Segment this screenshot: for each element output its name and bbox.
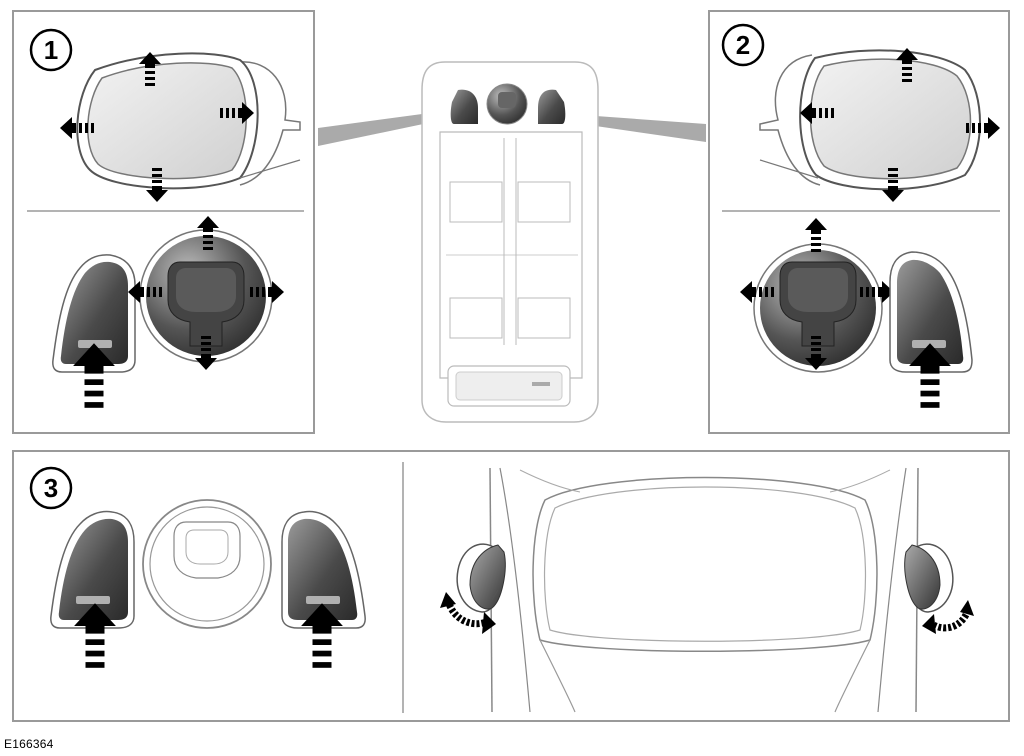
- mirror-adjust-knob-right: [753, 243, 883, 373]
- figure-reference-code: E166364: [4, 737, 54, 751]
- mirror-select-switch-left-3: [50, 510, 135, 629]
- vehicle-top-view: [489, 467, 919, 713]
- panel-step-1: 1: [12, 10, 315, 434]
- mirror-select-switch-right: [889, 251, 973, 373]
- door-switch-pack: [318, 61, 706, 423]
- right-mirror: [759, 49, 981, 191]
- step-number-2: 2: [736, 30, 750, 60]
- rotate-arrow-icon: [444, 598, 488, 628]
- mirror-select-switch-right-3: [281, 510, 366, 629]
- mirror-adjust-knob-neutral: [142, 499, 272, 629]
- panel-step-3: 3: [12, 450, 1010, 722]
- step-number-3: 3: [44, 473, 58, 503]
- rotate-arrow-head-left: [482, 612, 496, 634]
- panel-step-2: 2: [708, 10, 1010, 434]
- mirror-adjust-knob-left: [139, 229, 273, 363]
- folding-mirror-left: [456, 543, 506, 613]
- left-mirror: [76, 52, 301, 190]
- folding-mirror-right: [904, 543, 954, 613]
- mirror-select-switch-left: [52, 254, 136, 373]
- rotate-arrow-icon: [930, 608, 972, 632]
- step-number-1: 1: [44, 35, 58, 65]
